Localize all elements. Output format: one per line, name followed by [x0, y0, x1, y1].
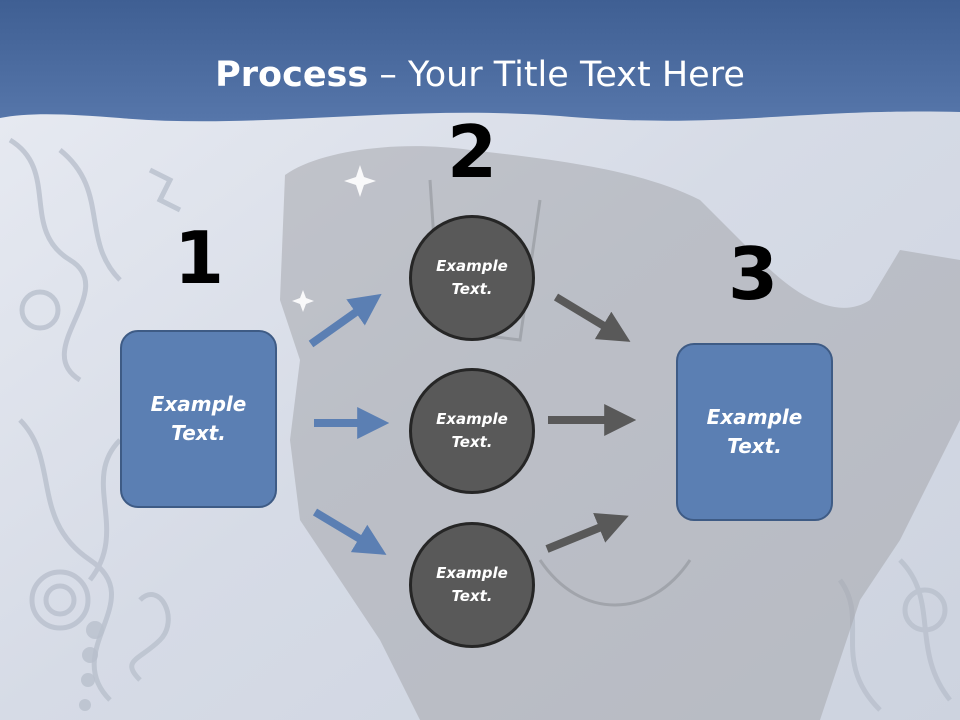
title-bold-text: Process — [215, 55, 369, 95]
circle-middle-text: Example Text. — [436, 410, 508, 451]
arrow-to-top-circle — [308, 293, 382, 348]
page-title: Process – Your Title Text Here — [0, 52, 960, 98]
step-number-3: 3 — [727, 232, 779, 316]
arrow-to-bottom-circle — [312, 508, 387, 555]
right-text-box[interactable]: Example Text. — [676, 343, 833, 521]
circle-top-text: Example Text. — [436, 257, 508, 298]
process-circle-top[interactable]: Example Text. — [409, 215, 535, 341]
step-number-1: 1 — [173, 216, 225, 300]
sparkle-icon — [292, 165, 376, 312]
left-box-text: Example Text. — [150, 392, 247, 445]
arrow-from-bottom-circle — [545, 512, 629, 553]
ornament-left — [8, 137, 182, 702]
circle-bottom-text: Example Text. — [436, 564, 508, 605]
header-band — [0, 0, 960, 122]
ornament-left-dots — [79, 621, 104, 711]
step-number-2: 2 — [446, 110, 498, 194]
process-circle-bottom[interactable]: Example Text. — [409, 522, 535, 648]
right-box-text: Example Text. — [706, 405, 803, 458]
left-text-box[interactable]: Example Text. — [120, 330, 277, 508]
title-rest-text: – Your Title Text Here — [368, 55, 745, 95]
process-circle-middle[interactable]: Example Text. — [409, 368, 535, 494]
arrow-from-top-circle — [553, 293, 631, 342]
